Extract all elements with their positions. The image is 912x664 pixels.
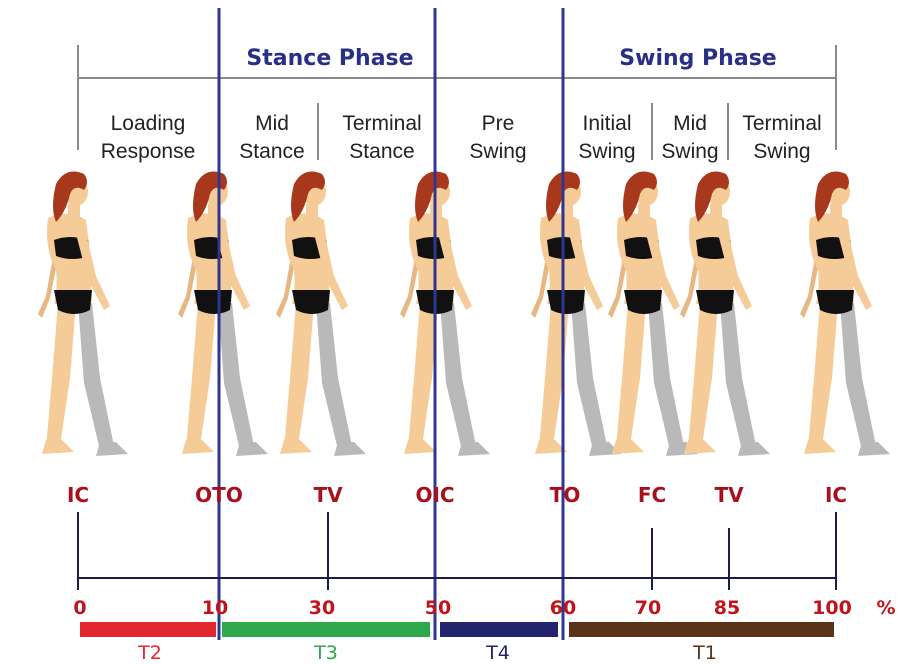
event-to: TO xyxy=(550,483,581,507)
subphase-mid-swing-line1: Mid xyxy=(673,112,707,135)
pct-100: 100 xyxy=(812,597,852,619)
event-ic-start: IC xyxy=(67,483,89,507)
event-oic: OIC xyxy=(415,483,454,507)
event-tv-stance: TV xyxy=(313,483,343,507)
subphase-mid-stance-line2: Stance xyxy=(239,140,304,163)
subphase-initial-swing-line2: Swing xyxy=(578,140,635,163)
pct-85: 85 xyxy=(714,597,740,619)
segment-labels: T2 T3 T4 T1 xyxy=(137,642,717,664)
segment-bar-t3 xyxy=(222,622,430,637)
figure-mid-stance-1 xyxy=(178,172,268,456)
subphase-terminal-swing-line2: Swing xyxy=(753,140,810,163)
segment-label-t3: T3 xyxy=(313,642,338,664)
segment-bar-t2 xyxy=(80,622,216,637)
pct-70: 70 xyxy=(635,597,661,619)
pct-50: 50 xyxy=(425,597,451,619)
swing-phase-title: Swing Phase xyxy=(619,46,776,71)
timeline-axis xyxy=(78,512,836,590)
figure-pre-swing xyxy=(531,172,621,456)
pct-60: 60 xyxy=(550,597,576,619)
subphase-loading-response-line1: Loading xyxy=(111,112,186,135)
event-oto: OTO xyxy=(195,483,243,507)
subphase-terminal-stance-line2: Stance xyxy=(349,140,414,163)
walking-figures xyxy=(38,172,890,456)
segment-bar-t1 xyxy=(569,622,834,637)
percent-ticks: 0 10 30 50 60 70 85 100 % xyxy=(73,597,895,619)
figure-terminal-swing xyxy=(800,172,890,456)
subphase-terminal-swing-line1: Terminal xyxy=(742,112,821,135)
subphase-initial-swing-line1: Initial xyxy=(582,112,631,135)
figure-mid-stance-2 xyxy=(276,172,366,456)
segment-bar-t4 xyxy=(440,622,558,637)
subphase-pre-swing-line2: Swing xyxy=(469,140,526,163)
figure-loading-response xyxy=(38,172,128,456)
pct-0: 0 xyxy=(73,597,86,619)
subphase-mid-swing-line2: Swing xyxy=(661,140,718,163)
segment-label-t4: T4 xyxy=(485,642,510,664)
pct-30: 30 xyxy=(309,597,335,619)
subphase-pre-swing-line1: Pre xyxy=(482,112,515,135)
subphase-loading-response-line2: Response xyxy=(101,140,196,163)
subphase-terminal-stance-line1: Terminal xyxy=(342,112,421,135)
pct-10: 10 xyxy=(202,597,228,619)
stance-phase-title: Stance Phase xyxy=(246,46,413,71)
segment-bars xyxy=(80,622,834,637)
event-fc: FC xyxy=(638,483,666,507)
event-tv-swing: TV xyxy=(714,483,744,507)
gait-events: IC OTO TV OIC TO FC TV IC xyxy=(67,483,847,507)
pct-unit: % xyxy=(876,597,895,619)
subphase-mid-stance-line1: Mid xyxy=(255,112,289,135)
segment-label-t2: T2 xyxy=(137,642,162,664)
figure-terminal-stance xyxy=(400,172,490,456)
phase-dividers xyxy=(219,8,563,640)
subphase-labels: Loading Response Mid Stance Terminal Sta… xyxy=(101,112,822,163)
figure-mid-swing xyxy=(680,172,770,456)
event-ic-end: IC xyxy=(825,483,847,507)
segment-label-t1: T1 xyxy=(692,642,717,664)
